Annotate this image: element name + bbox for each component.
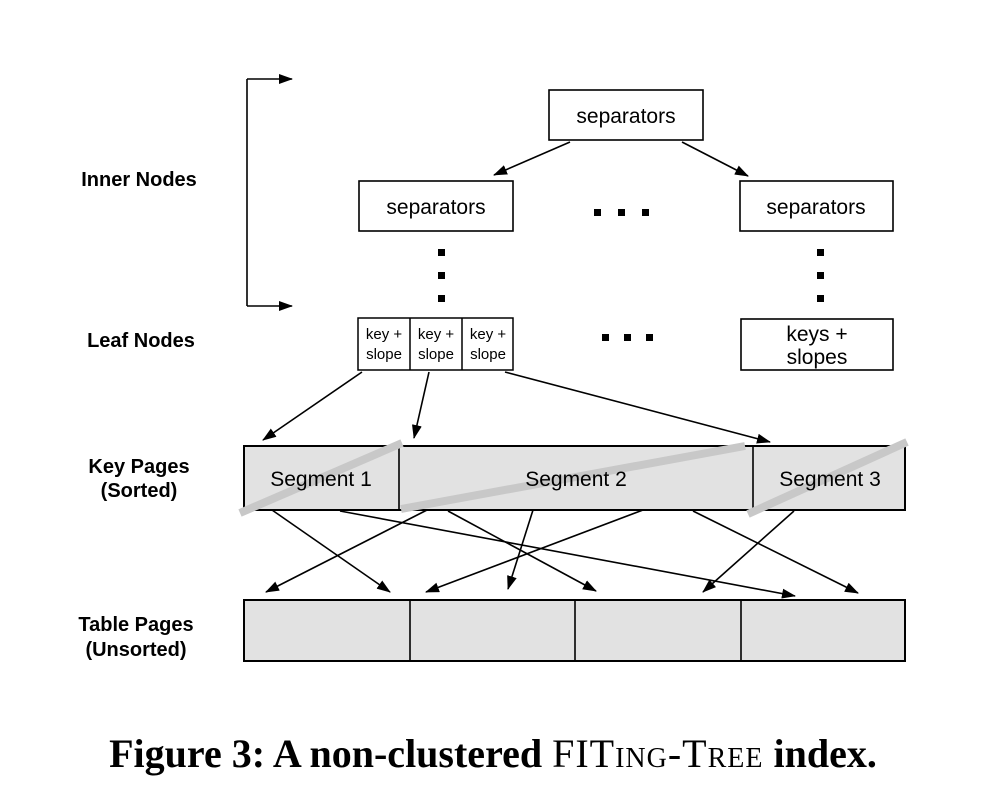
keys-slopes-line1: keys + xyxy=(786,323,847,346)
edge-leaf1-to-segments xyxy=(262,371,363,441)
segment-2-label: Segment 2 xyxy=(525,468,627,491)
keys-slopes-node: keys + slopes xyxy=(740,318,894,371)
slope-line-segment3 xyxy=(746,438,909,518)
ellipsis-vertical-mid-icon xyxy=(438,249,445,302)
leaf-nodes-label: Leaf Nodes xyxy=(87,330,195,352)
seg-table-arrow xyxy=(425,509,644,593)
key-pages-label-line2: (Sorted) xyxy=(101,480,178,502)
seg-table-arrow xyxy=(447,510,597,592)
segment-to-table-arrows xyxy=(265,509,859,599)
edge-leaf3-to-segments xyxy=(504,371,771,444)
caption-suffix: index. xyxy=(773,731,877,776)
ellipsis-vertical-right-icon xyxy=(817,249,824,302)
inner-left-separators-node: separators xyxy=(358,180,514,232)
level-bracket xyxy=(246,74,293,311)
slope-line-segment2 xyxy=(400,442,746,513)
table-pages-label-line1: Table Pages xyxy=(78,614,193,636)
leaf-cell-2-line1: key + xyxy=(418,326,455,343)
leaf-cell-3-line2: slope xyxy=(470,346,506,363)
seg-table-arrow xyxy=(265,509,428,593)
table-pages-label-line2: (Unsorted) xyxy=(85,639,186,661)
inner-left-node-label: separators xyxy=(386,196,485,219)
key-pages-label-line1: Key Pages xyxy=(88,456,189,478)
caption-prefix: Figure 3: A non-clustered xyxy=(109,731,543,776)
edge-root-to-left xyxy=(493,141,571,176)
root-separators-node: separators xyxy=(548,89,704,141)
figure-caption: Figure 3: A non-clustered FITing-Tree in… xyxy=(0,732,986,776)
keys-slopes-box xyxy=(740,318,894,371)
root-node-label: separators xyxy=(576,105,675,128)
keys-slopes-line2: slopes xyxy=(787,346,848,369)
seg-table-arrow xyxy=(339,510,796,599)
tree-edges xyxy=(262,141,771,444)
inner-right-node-box xyxy=(739,180,894,232)
leaf-node-cells: key + slope key + slope key + slope xyxy=(357,317,514,371)
seg-table-arrow xyxy=(702,510,795,593)
edge-root-to-right xyxy=(681,141,749,177)
leaf-cells-box xyxy=(357,317,514,371)
leaf-cell-1-line2: slope xyxy=(366,346,402,363)
ellipsis-horizontal-leaf-icon xyxy=(602,334,653,341)
segment-3-label: Segment 3 xyxy=(779,468,881,491)
edge-leaf2-to-segments xyxy=(412,371,430,439)
ellipsis-horizontal-inner-icon xyxy=(594,209,649,216)
root-node-box xyxy=(548,89,704,141)
inner-nodes-label: Inner Nodes xyxy=(81,169,197,191)
inner-right-separators-node: separators xyxy=(739,180,894,232)
inner-right-node-label: separators xyxy=(766,196,865,219)
seg-table-arrow xyxy=(271,509,391,593)
leaf-cell-2-line2: slope xyxy=(418,346,454,363)
seg-table-arrow xyxy=(507,509,534,590)
seg-table-arrow xyxy=(692,510,859,594)
caption-tree-name: FITing-Tree xyxy=(552,731,764,776)
leaf-cell-3-line1: key + xyxy=(470,326,507,343)
slope-line-segment1 xyxy=(238,439,404,517)
key-pages-bar: Segment 1 Segment 2 Segment 3 xyxy=(238,438,909,518)
inner-left-node-box xyxy=(358,180,514,232)
leaf-cell-1-line1: key + xyxy=(366,326,403,343)
row-labels: Inner Nodes Leaf Nodes Key Pages (Sorted… xyxy=(78,169,196,661)
table-pages-bar xyxy=(243,599,906,662)
segment-1-label: Segment 1 xyxy=(270,468,372,491)
